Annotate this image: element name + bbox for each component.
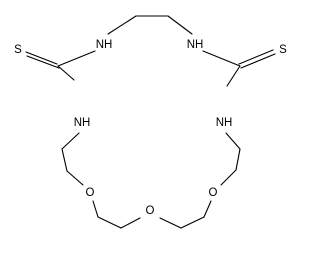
bond: [167, 15, 193, 35]
bond: [66, 170, 84, 186]
atom-labels: S S NH NH NH NH O O O: [14, 39, 287, 217]
nh-mid-left-label: NH: [74, 117, 91, 129]
bond: [225, 132, 241, 150]
nh-top-left-label: NH: [96, 39, 113, 51]
bond: [25, 51, 58, 65]
bond: [57, 50, 96, 67]
bond: [238, 49, 274, 65]
nh-top-right-label: NH: [187, 39, 204, 51]
sulfur-right-label: S: [279, 44, 287, 56]
bond: [235, 148, 241, 171]
oxygen-left-label: O: [86, 187, 95, 199]
oxygen-center-label: O: [146, 205, 155, 217]
bond: [159, 217, 182, 229]
bond: [202, 50, 241, 67]
bond: [226, 65, 241, 87]
sulfur-left-label: S: [14, 44, 22, 56]
thiourea-crown-structure: S S NH NH NH NH O O O: [14, 15, 287, 229]
oxygen-right-label: O: [209, 187, 218, 199]
bond: [57, 65, 75, 81]
bond: [220, 169, 237, 186]
bond: [107, 15, 137, 35]
bond: [92, 200, 99, 218]
bond: [240, 53, 276, 69]
bond: [26, 55, 60, 69]
bond: [203, 200, 212, 218]
bond: [61, 148, 68, 172]
bond: [61, 132, 80, 150]
bond: [180, 216, 205, 229]
bond-lines: [25, 15, 276, 229]
bond: [97, 216, 122, 229]
bond: [120, 217, 141, 229]
nh-mid-right-label: NH: [216, 117, 233, 129]
